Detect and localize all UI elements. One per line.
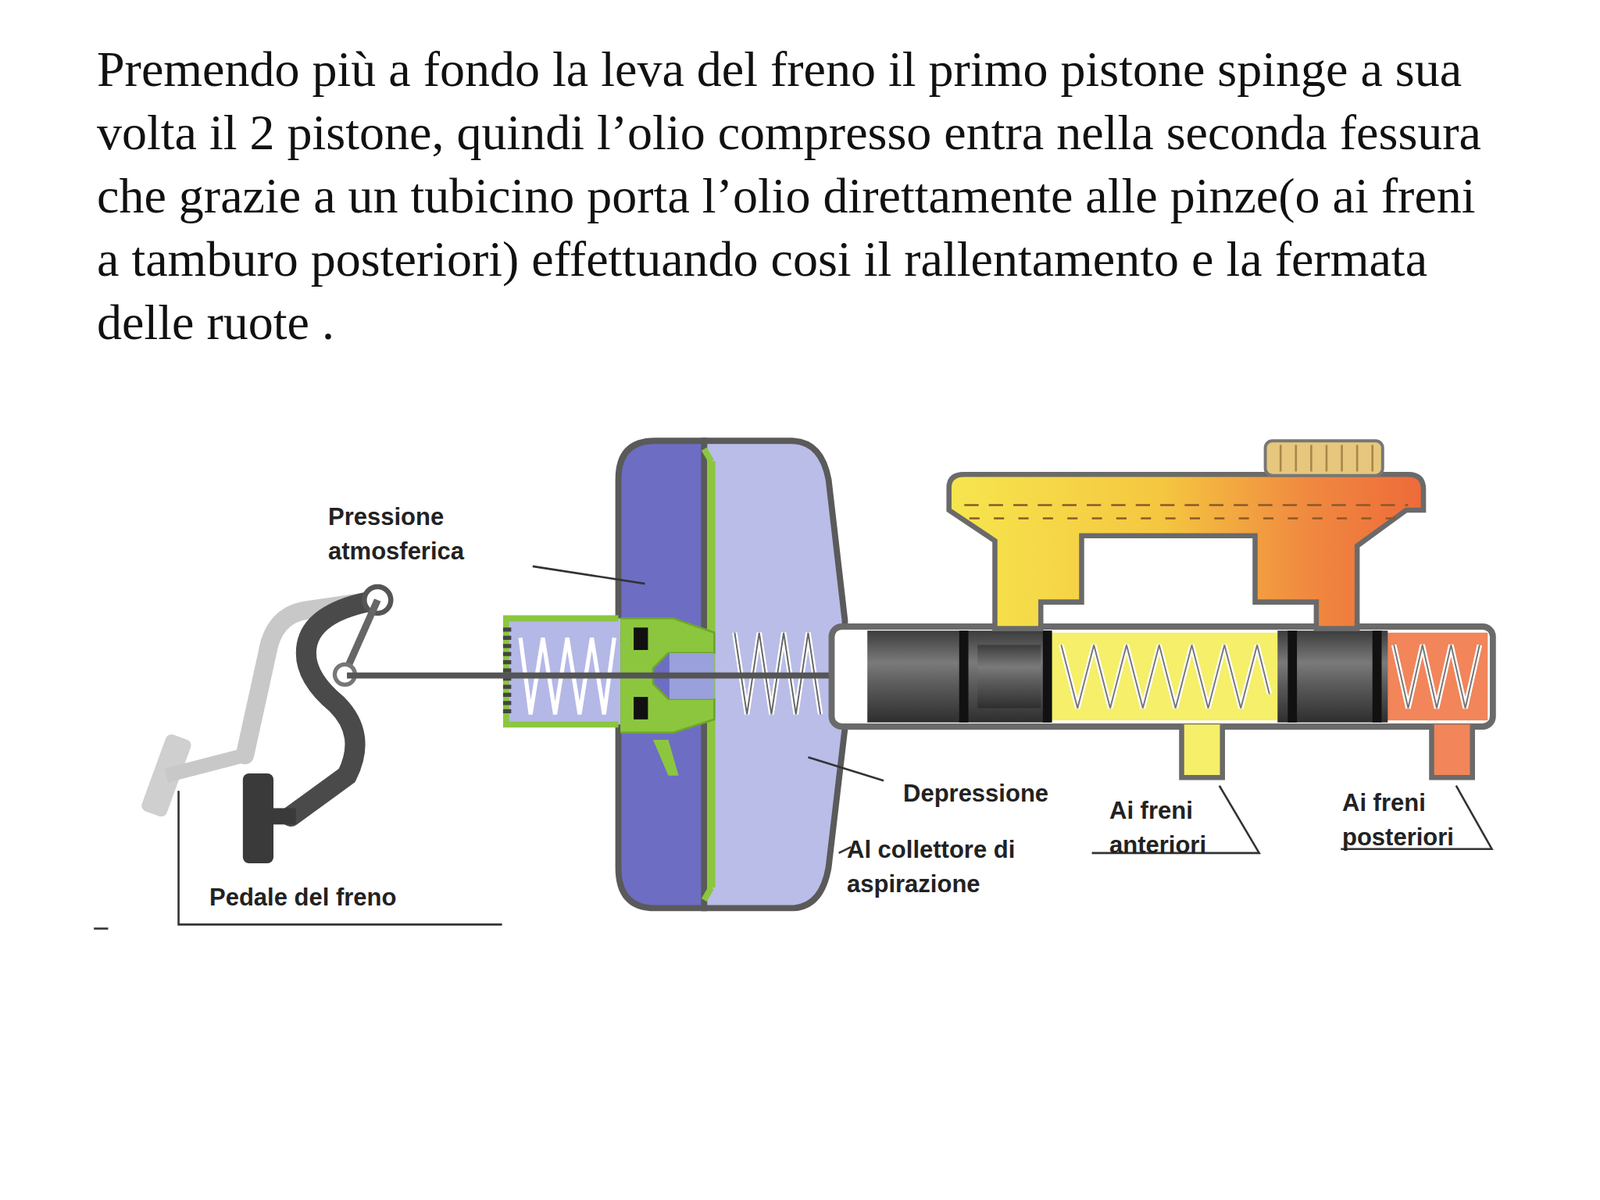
brake-pedal-part: [166, 755, 246, 776]
brake-pedal: [139, 586, 391, 864]
master-cylinder-part: [1393, 644, 1480, 708]
fluid-reservoir-part: [964, 503, 1408, 507]
part-label: Pedale del freno: [209, 880, 491, 915]
brake-booster-part: [506, 618, 621, 725]
brake-pedal-part: [344, 600, 378, 674]
part-label: Ai freni anteriori: [1109, 793, 1243, 863]
master-cylinder-part: [959, 630, 969, 723]
master-cylinder-part: [1372, 630, 1383, 723]
master-cylinder-part: [1060, 644, 1269, 708]
fluid-reservoir-part: [1280, 444, 1373, 472]
master-cylinder-part: [1287, 630, 1297, 723]
brake-booster-part: [633, 627, 648, 650]
brake-booster-part: [503, 627, 511, 715]
part-label: Al collettore di aspirazione: [846, 832, 1052, 902]
master-cylinder-part: [1181, 724, 1222, 778]
leader-lines-part: [178, 790, 503, 925]
fluid-reservoir-part: [949, 474, 1424, 629]
leader-lines-part: [807, 757, 884, 781]
master-cylinder-part: [1042, 630, 1053, 723]
brake-booster-part: [506, 618, 619, 725]
part-label: Pressione atmosferica: [328, 500, 563, 569]
part-label: Ai freni posteriori: [1342, 785, 1485, 855]
brake-pedal-part: [290, 600, 378, 817]
body-text: Premendo più a fondo la leva del freno i…: [96, 37, 1484, 354]
master-cylinder-part: [1277, 630, 1388, 723]
brake-pedal-part: [271, 807, 296, 825]
fluid-reservoir-part: [1265, 440, 1383, 475]
leader-lines-part: [93, 927, 108, 930]
part-label: Depressione: [903, 776, 1107, 811]
fluid-reservoir-part: [969, 517, 1399, 520]
fluid-reservoir: [949, 440, 1424, 629]
master-cylinder-part: [969, 632, 1281, 721]
master-cylinder-part: [977, 644, 1041, 708]
brake-booster-part: [653, 739, 679, 776]
master-cylinder-part: [867, 630, 1051, 723]
leader-lines: [93, 566, 1492, 929]
master-cylinder-part: [831, 626, 1493, 727]
master-cylinder-part: [1393, 644, 1480, 708]
master-cylinder-part: [1060, 644, 1269, 708]
leader-lines-part: [532, 566, 646, 584]
master-cylinder: [831, 626, 1493, 778]
master-cylinder-part: [1431, 724, 1472, 778]
brake-booster-part: [346, 672, 870, 679]
brake-pedal-part: [242, 773, 274, 864]
brake-booster-part: [633, 696, 648, 720]
